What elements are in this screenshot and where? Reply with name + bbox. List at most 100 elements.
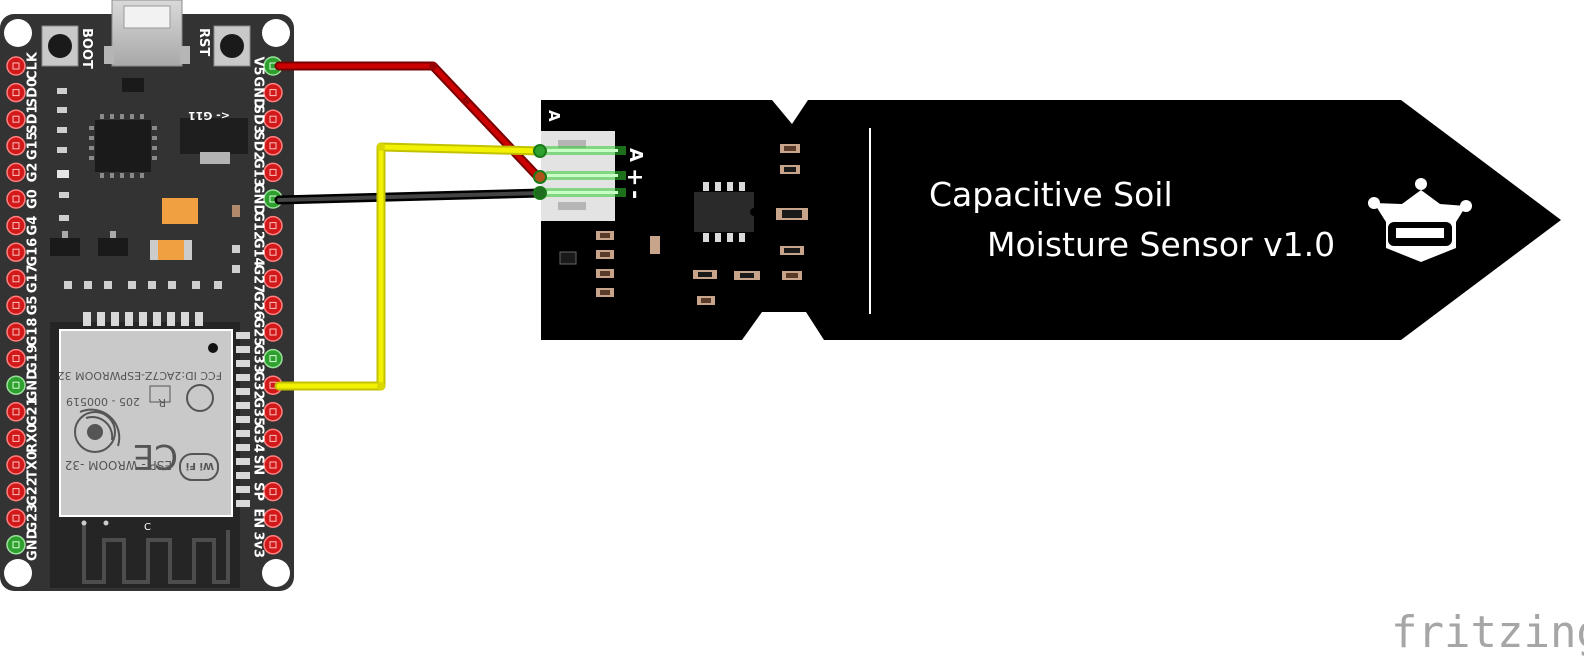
tantalum-capacitor-2 — [150, 240, 192, 260]
left-pin-pad — [12, 62, 20, 70]
right-pin-label: G26 — [251, 291, 266, 320]
right-pin-g13[interactable] — [263, 162, 283, 183]
right-pin-sd3[interactable] — [263, 109, 283, 129]
module-model: ESP - WROOM -32 — [65, 458, 172, 472]
left-pin-pad — [12, 275, 20, 283]
right-pin-pad — [269, 355, 277, 363]
left-pin-label: G4 — [26, 216, 41, 236]
left-pin-g17[interactable] — [6, 269, 26, 289]
left-pin-g2[interactable] — [6, 162, 26, 183]
left-pin-sd1[interactable] — [6, 109, 26, 129]
right-pin-pad — [269, 301, 277, 309]
left-pin-label: G0 — [26, 189, 41, 209]
left-pin-tx0[interactable] — [6, 455, 26, 475]
left-header: CLKSD0SD1G15G2G0G4G16G17G5G18G19GNDG21RX… — [6, 51, 41, 561]
regulator-tab — [200, 152, 230, 164]
left-pin-pad — [12, 328, 20, 336]
mount-hole-bottom-left — [4, 559, 32, 587]
right-pin-g25[interactable] — [263, 322, 283, 342]
right-pin-label: G32 — [251, 371, 266, 400]
right-pin-g14[interactable] — [263, 242, 283, 262]
left-pin-sd0[interactable] — [6, 82, 26, 103]
left-pin-g18[interactable] — [6, 322, 26, 342]
right-pin-pad — [269, 89, 277, 97]
right-pin-label: SP — [251, 482, 266, 501]
right-pin-label: SD3 — [251, 105, 266, 134]
left-pin-g0[interactable] — [6, 189, 26, 209]
right-pin-g34[interactable] — [263, 428, 283, 449]
left-pin-pad — [12, 301, 20, 309]
sensor-components — [559, 144, 808, 305]
left-pin-label: G2 — [26, 163, 41, 183]
left-pin-g15[interactable] — [6, 136, 26, 156]
cert-mark: R — [158, 396, 166, 409]
wire-signal[interactable] — [274, 142, 546, 391]
left-pin-label: G22 — [26, 477, 41, 506]
right-pin-label: G14 — [251, 238, 266, 267]
left-pin-g23[interactable] — [6, 508, 26, 528]
module-fcc-text: FCC ID:2AC7Z-ESPWROOM 32 — [58, 369, 222, 382]
right-pin-sd2[interactable] — [263, 136, 283, 156]
right-pin-label: GND — [251, 76, 266, 109]
mount-hole-top-right — [262, 19, 290, 47]
right-pin-label: G13 — [251, 158, 266, 187]
right-header: V5GNDSD3SD2G13GNDG12G14G27G26G25G33G32G3… — [251, 56, 283, 558]
right-pin-g12[interactable] — [263, 215, 283, 236]
right-pin-pad — [269, 248, 277, 256]
left-pin-g16[interactable] — [6, 242, 26, 262]
right-pin-sp[interactable] — [263, 481, 283, 502]
right-pin-gnd[interactable] — [263, 82, 283, 103]
left-pin-label: G16 — [26, 238, 41, 267]
left-pin-pad — [12, 115, 20, 123]
left-pin-g5[interactable] — [6, 295, 26, 316]
right-pin-sn[interactable] — [263, 455, 283, 475]
left-pin-label: TX0 — [26, 451, 41, 479]
module-dot — [208, 343, 218, 353]
left-pin-pad — [12, 168, 20, 176]
left-pin-gnd[interactable] — [6, 535, 26, 555]
right-pin-g33[interactable] — [263, 348, 283, 369]
jst-connector[interactable] — [541, 131, 626, 221]
left-pin-pad — [12, 381, 20, 389]
esp32-board[interactable]: BOOT RST <- G11 — [0, 0, 294, 591]
usb-connector[interactable] — [104, 0, 190, 67]
left-pin-label: G5 — [26, 296, 41, 316]
wire-vcc[interactable] — [274, 61, 544, 183]
right-pin-g26[interactable] — [263, 295, 283, 316]
right-pin-g27[interactable] — [263, 269, 283, 289]
antenna-feed-1 — [81, 520, 87, 526]
right-pin-g35[interactable] — [263, 402, 283, 422]
left-pin-g4[interactable] — [6, 215, 26, 236]
left-pin-g21[interactable] — [6, 402, 26, 422]
right-pin-pad — [269, 168, 277, 176]
right-pin-pad — [269, 408, 277, 416]
left-pin-gnd[interactable] — [6, 375, 26, 395]
left-pin-g19[interactable] — [6, 348, 26, 369]
antenna-mark: C — [144, 522, 151, 533]
right-pin-pad — [269, 488, 277, 496]
boot-button[interactable] — [41, 25, 79, 67]
left-pin-label: SD1 — [26, 105, 41, 134]
left-pin-clk[interactable] — [6, 56, 26, 76]
pin-label-minus: - — [622, 190, 647, 199]
left-pin-rx0[interactable] — [6, 428, 26, 449]
left-pin-g22[interactable] — [6, 481, 26, 502]
left-pin-pad — [12, 195, 20, 203]
fritzing-brand: fritzing — [1391, 607, 1584, 658]
signal-icon — [74, 408, 121, 453]
wire-gnd[interactable] — [274, 188, 546, 205]
right-pin-label: G25 — [251, 318, 266, 347]
boot-label: BOOT — [79, 28, 94, 69]
rst-button[interactable] — [213, 25, 251, 67]
right-pin-pad — [269, 514, 277, 522]
capacitive-soil-moisture-sensor[interactable]: A A + - — [541, 100, 1561, 340]
wifi-mark: Wi Fi — [186, 460, 214, 471]
right-pin-en[interactable] — [263, 508, 283, 528]
left-pin-label: GND — [26, 369, 41, 402]
right-pin-pad — [269, 275, 277, 283]
right-pin-3v3[interactable] — [263, 535, 283, 555]
left-pin-pad — [12, 408, 20, 416]
pin-label-a: A — [625, 148, 646, 162]
right-pin-label: G33 — [251, 344, 266, 373]
left-pin-label: RX0 — [26, 424, 41, 453]
